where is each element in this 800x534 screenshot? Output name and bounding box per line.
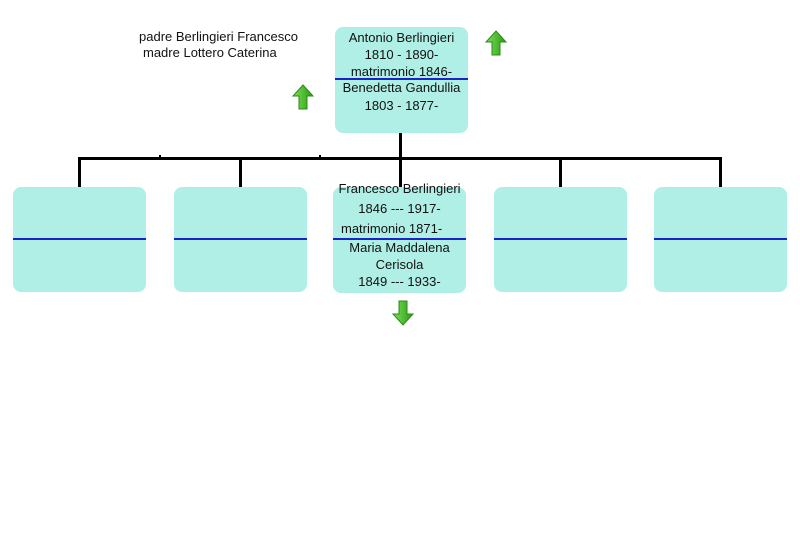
child-box-5[interactable] [654,187,787,292]
separator-line [494,238,627,240]
connector-drop [719,157,722,187]
connector-drop [399,157,402,187]
separator-line [333,238,466,240]
root-person-box[interactable]: Antonio Berlingieri 1810 - 1890- matrimo… [335,27,468,133]
child-spouse-line1: Maria Maddalena [349,240,450,255]
root-years: 1810 - 1890- [364,47,439,62]
root-marriage: matrimonio 1846- [350,64,453,79]
child-box-4[interactable] [494,187,627,292]
child-name: Francesco Berlingieri [338,181,461,196]
connector-vertical [399,133,402,159]
parents-note: padre Berlingieri Francesco madre Lotter… [139,29,298,61]
connector-tick [319,155,321,158]
father-label: padre Berlingieri Francesco [139,29,298,44]
child-marriage: matrimonio 1871- [341,221,443,236]
arrow-up-icon[interactable] [485,30,507,56]
child-spouse-line2: Cerisola [375,257,424,272]
connector-tick [159,155,161,158]
spouse-years: 1803 - 1877- [364,98,439,113]
connector-drop [559,157,562,187]
root-name: Antonio Berlingieri [348,30,455,45]
arrow-down-icon[interactable] [392,300,414,326]
arrow-up-icon[interactable] [292,84,314,110]
child-years: 1846 --- 1917- [358,201,441,216]
child-box-3[interactable]: Francesco Berlingieri 1846 --- 1917- mat… [333,181,466,293]
connector-drop [239,157,242,187]
connector-drop [78,157,81,187]
separator-line [654,238,787,240]
separator-line [335,78,468,80]
spouse-name: Benedetta Gandullia [342,80,461,95]
separator-line [13,238,146,240]
child-box-2[interactable] [174,187,307,292]
mother-label: madre Lottero Caterina [143,45,277,60]
child-spouse-years: 1849 --- 1933- [358,274,441,289]
separator-line [174,238,307,240]
child-box-1[interactable] [13,187,146,292]
